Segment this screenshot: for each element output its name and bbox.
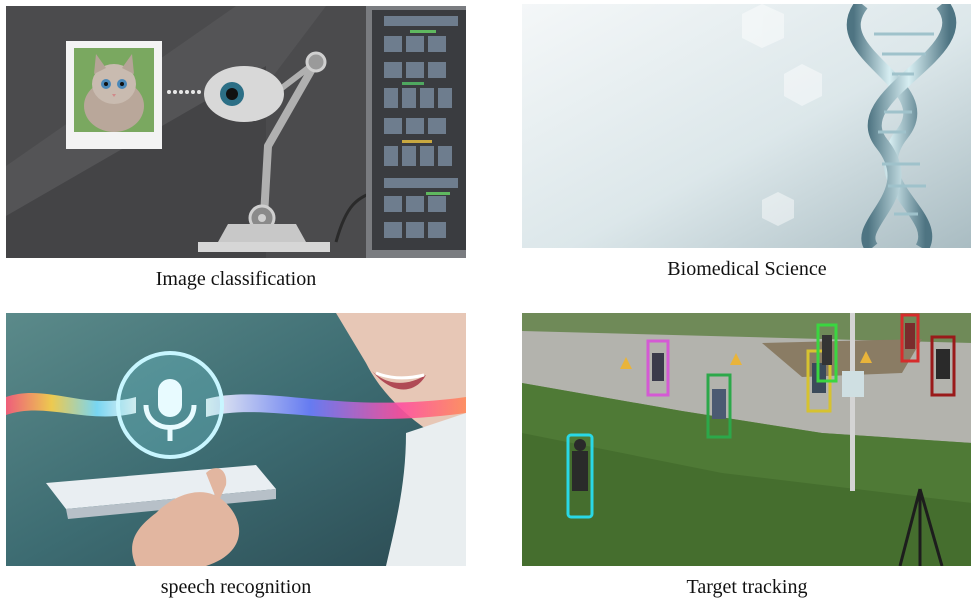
pedestrian-box <box>706 373 732 439</box>
pedestrian-box <box>900 313 920 363</box>
cat-photo <box>66 41 162 149</box>
pedestrian-box <box>646 339 670 397</box>
microphone-icon <box>116 351 224 459</box>
speech-recognition-panel <box>6 313 466 566</box>
dna-helix <box>846 4 957 248</box>
image-classification-panel <box>6 6 466 258</box>
biomedical-science-panel <box>522 4 971 248</box>
eye-lamp <box>198 51 330 252</box>
dna-helix-illustration <box>522 4 971 248</box>
image-classification-caption: Image classification <box>155 268 317 290</box>
target-tracking-panel <box>522 313 971 566</box>
image-classification-illustration <box>6 6 466 258</box>
target-tracking-illustration <box>522 313 971 566</box>
speech-recognition-caption: speech recognition <box>160 576 312 598</box>
pedestrian-box <box>566 433 594 519</box>
hand-with-phone <box>46 465 276 566</box>
speech-recognition-illustration <box>6 313 466 566</box>
target-tracking-caption: Target tracking <box>686 576 808 598</box>
voice-waves <box>6 392 466 419</box>
tracked-pedestrians <box>566 313 956 519</box>
pedestrian-box <box>930 335 956 397</box>
pedestrian-box <box>816 323 838 383</box>
biomedical-science-caption: Biomedical Science <box>667 258 827 280</box>
server-rack <box>366 6 466 258</box>
